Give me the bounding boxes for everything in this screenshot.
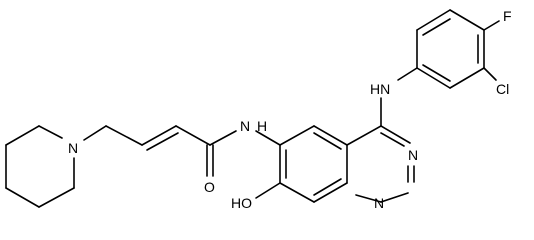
quinazoline-benzo-ring xyxy=(255,125,348,203)
bond xyxy=(105,125,143,146)
butenamide-chain xyxy=(83,125,281,177)
bond xyxy=(313,182,348,203)
bond xyxy=(449,67,485,89)
bond xyxy=(355,194,382,203)
bond xyxy=(146,132,179,151)
bond xyxy=(483,67,497,81)
bond xyxy=(83,125,107,141)
bond xyxy=(380,192,409,203)
bond xyxy=(38,125,63,139)
chlorofluorophenyl-ring xyxy=(416,9,500,89)
amide-n-label: N xyxy=(240,118,250,134)
bond xyxy=(5,125,40,146)
molecule-structure: F Cl HN N H N O N N HO xyxy=(5,8,512,211)
bond xyxy=(279,125,315,146)
bond xyxy=(255,182,281,199)
bond xyxy=(422,64,451,82)
bond xyxy=(175,125,211,146)
bond xyxy=(380,125,411,144)
piperidine-ring xyxy=(5,125,75,208)
atom-labels: F Cl HN N H N O N N HO xyxy=(68,8,512,211)
quinazoline-n3-label: N xyxy=(408,147,418,163)
bond xyxy=(313,178,342,196)
quinazoline-n1-label: N xyxy=(374,195,384,211)
molecule-canvas: F Cl HN N H N O N N HO xyxy=(5,8,512,211)
bond xyxy=(38,187,75,208)
bond xyxy=(397,67,418,81)
chlorine-label: Cl xyxy=(496,81,509,97)
aniline-nh-label: HN xyxy=(370,81,390,97)
carbonyl-o-label: O xyxy=(204,179,215,195)
aniline-linker xyxy=(397,67,418,81)
bond xyxy=(416,9,451,31)
hydroxyl-label: HO xyxy=(231,195,252,211)
bond xyxy=(483,20,500,31)
bond xyxy=(209,130,237,146)
bond xyxy=(279,182,315,203)
bond xyxy=(313,132,342,150)
bond xyxy=(255,130,281,146)
bond xyxy=(141,125,177,146)
quinazoline-pyrimidine-ring xyxy=(346,97,415,203)
fluorine-label: F xyxy=(503,8,512,24)
amide-h-label: H xyxy=(257,118,267,134)
bond xyxy=(416,67,451,89)
bond xyxy=(422,18,451,36)
bond xyxy=(380,132,405,147)
bond xyxy=(346,125,382,146)
bond xyxy=(5,187,40,208)
bond xyxy=(313,125,348,146)
piperidine-n-label: N xyxy=(68,140,78,156)
bond xyxy=(449,9,485,31)
